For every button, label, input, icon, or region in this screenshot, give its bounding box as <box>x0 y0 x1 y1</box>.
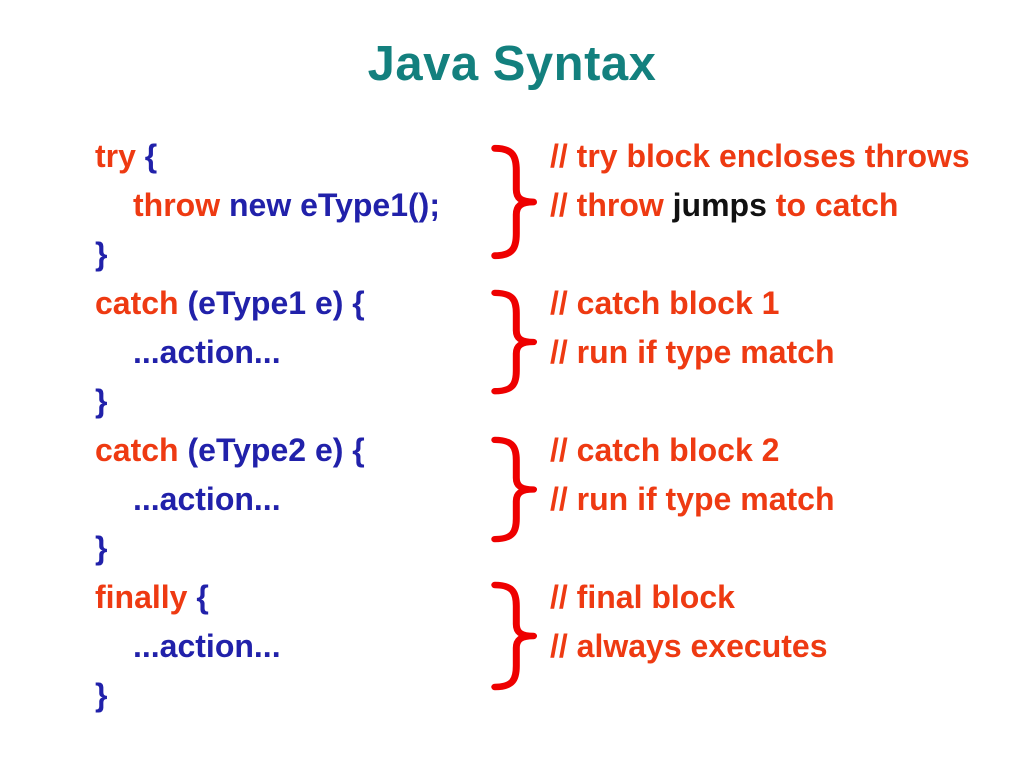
comment-text: // run if type match <box>550 334 835 370</box>
code-text: { <box>196 579 209 615</box>
code-text: } <box>95 677 108 713</box>
comment-line: // final block <box>550 573 735 622</box>
code-keyword: catch <box>95 432 188 468</box>
comment-text: // try block encloses throws <box>550 138 970 174</box>
code-line: try { <box>95 132 535 181</box>
code-text: ...action... <box>133 334 281 370</box>
curly-brace-icon <box>491 581 538 691</box>
comment-text: to catch <box>766 187 899 223</box>
curly-brace-icon <box>491 436 538 543</box>
code-text: { <box>144 138 158 174</box>
code-text: } <box>95 530 108 566</box>
comment-line: // throw jumps to catch <box>550 181 898 230</box>
comment-text: // throw <box>550 187 673 223</box>
comment-line: // always executes <box>550 622 828 671</box>
code-line: catch (eType1 e) { <box>95 279 535 328</box>
comment-line: // catch block 2 <box>550 426 779 475</box>
comment-text: // always executes <box>550 628 828 664</box>
code-keyword: finally <box>95 579 197 615</box>
code-keyword: throw <box>133 187 229 223</box>
code-line: ...action... <box>95 622 535 671</box>
curly-brace-icon <box>491 289 538 395</box>
comment-line: // try block encloses throws <box>550 132 970 181</box>
code-line: ...action... <box>95 475 535 524</box>
code-line: ...action... <box>95 328 535 377</box>
comment-text: // final block <box>550 579 735 615</box>
code-text: (eType1 e) { <box>187 285 365 321</box>
code-block: try { throw new eType1(); } catch (eType… <box>95 132 535 720</box>
comment-line: // run if type match <box>550 328 834 377</box>
page-title: Java Syntax <box>367 37 657 91</box>
comment-text: // catch block 2 <box>550 432 780 468</box>
code-line: throw new eType1(); <box>95 181 535 230</box>
code-text: ...action... <box>133 481 281 517</box>
code-line: finally { <box>95 573 535 622</box>
code-line: } <box>95 671 535 720</box>
code-line: } <box>95 377 535 426</box>
curly-brace-icon <box>491 144 538 260</box>
comment-emphasis: jumps <box>672 187 767 223</box>
code-line: } <box>95 230 535 279</box>
code-text: } <box>95 236 108 272</box>
comment-line: // catch block 1 <box>550 279 779 328</box>
code-text: ...action... <box>133 628 281 664</box>
code-text: (eType2 e) { <box>187 432 365 468</box>
comment-line: // run if type match <box>550 475 834 524</box>
code-line: } <box>95 524 535 573</box>
code-keyword: try <box>95 138 145 174</box>
code-text: new eType1(); <box>228 187 440 223</box>
code-text: } <box>95 383 108 419</box>
comment-text: // run if type match <box>550 481 835 517</box>
code-keyword: catch <box>95 285 188 321</box>
comment-text: // catch block 1 <box>550 285 780 321</box>
code-line: catch (eType2 e) { <box>95 426 535 475</box>
